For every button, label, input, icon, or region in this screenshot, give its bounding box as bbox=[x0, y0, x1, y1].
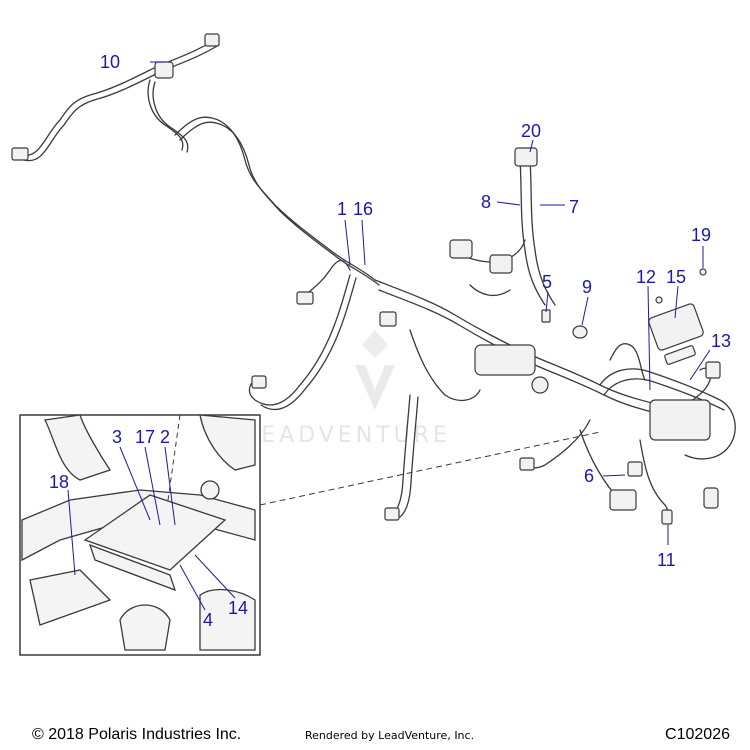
connector bbox=[609, 489, 637, 511]
terminal-cap bbox=[703, 487, 719, 509]
callout-12: 12 bbox=[636, 267, 656, 287]
harness-main bbox=[19, 39, 736, 523]
callout-leaders bbox=[67, 61, 711, 611]
callout-18: 18 bbox=[49, 472, 69, 492]
connector bbox=[489, 254, 513, 274]
rendered-by-text: Rendered by LeadVenture, Inc. bbox=[305, 729, 475, 742]
callout-19: 19 bbox=[691, 225, 711, 245]
connector bbox=[519, 457, 535, 471]
callout-labels: 1 2 3 4 5 6 7 8 9 10 11 12 13 14 15 16 1… bbox=[49, 52, 731, 630]
connector bbox=[705, 361, 721, 379]
connector bbox=[379, 311, 397, 327]
connector-block bbox=[474, 344, 536, 376]
connector bbox=[296, 291, 314, 305]
watermark-text: LEADVENTURE bbox=[245, 423, 451, 448]
callout-14: 14 bbox=[228, 598, 248, 618]
callout-1: 1 bbox=[337, 199, 347, 219]
connector bbox=[449, 239, 473, 259]
connector bbox=[154, 61, 174, 79]
relay bbox=[627, 461, 643, 477]
connector bbox=[204, 33, 220, 47]
harness-components bbox=[11, 33, 721, 525]
connector bbox=[661, 509, 673, 525]
callout-20: 20 bbox=[521, 121, 541, 141]
callout-16: 16 bbox=[353, 199, 373, 219]
detail-leader bbox=[259, 431, 601, 506]
connector bbox=[514, 147, 538, 167]
connector bbox=[251, 375, 267, 389]
callout-3: 3 bbox=[112, 427, 122, 447]
connector bbox=[11, 147, 29, 161]
screw bbox=[655, 296, 663, 304]
grommet bbox=[531, 376, 549, 394]
callout-4: 4 bbox=[203, 610, 213, 630]
callout-8: 8 bbox=[481, 192, 491, 212]
fuse-box bbox=[649, 399, 711, 441]
watermark: LEADVENTURE bbox=[245, 330, 451, 448]
callout-17: 17 bbox=[135, 427, 155, 447]
callout-2: 2 bbox=[160, 427, 170, 447]
fuse-box-cover bbox=[648, 303, 704, 351]
screw bbox=[699, 268, 707, 276]
callout-10: 10 bbox=[100, 52, 120, 72]
callout-15: 15 bbox=[666, 267, 686, 287]
fuse-label bbox=[664, 345, 696, 365]
callout-9: 9 bbox=[582, 277, 592, 297]
callout-6: 6 bbox=[584, 466, 594, 486]
callout-5: 5 bbox=[542, 272, 552, 292]
callout-7: 7 bbox=[569, 197, 579, 217]
connector bbox=[384, 507, 400, 521]
bulb bbox=[572, 325, 588, 339]
callout-13: 13 bbox=[711, 331, 731, 351]
copyright-text: © 2018 Polaris Industries Inc. bbox=[32, 726, 242, 743]
diagram-code: C102026 bbox=[665, 726, 730, 743]
detail-inset bbox=[19, 414, 601, 656]
callout-11: 11 bbox=[657, 550, 676, 570]
